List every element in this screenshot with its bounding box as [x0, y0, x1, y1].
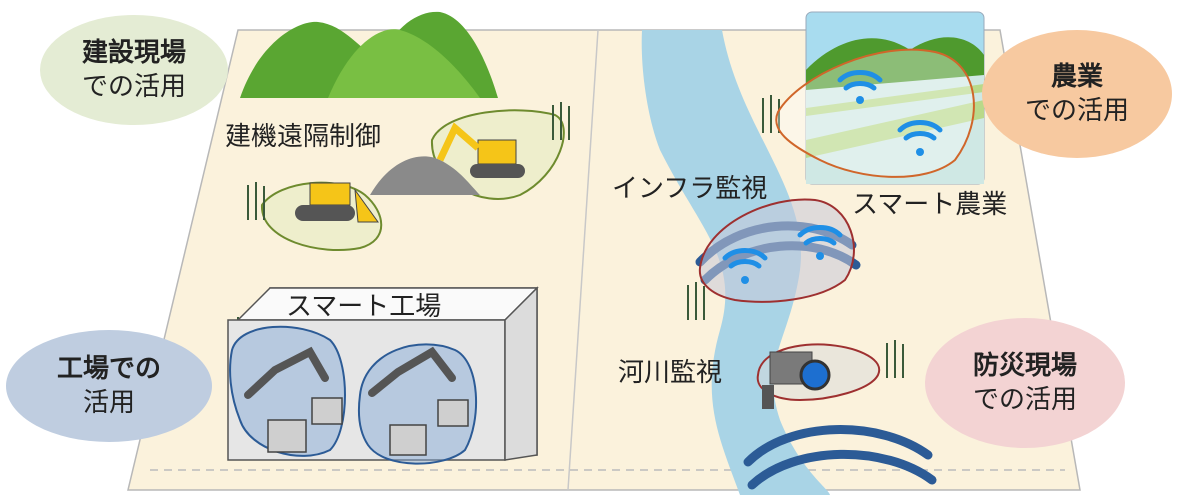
zone-infrastructure — [698, 198, 855, 303]
machine-block — [437, 399, 469, 427]
bubble-factory-title: 工場での — [56, 354, 161, 384]
bubble-construction-title: 建設現場 — [81, 38, 186, 68]
bubble-agriculture: 農業 での活用 — [982, 30, 1172, 158]
antenna-icon — [552, 102, 570, 140]
antenna-icon — [886, 340, 904, 378]
machine-block — [389, 424, 427, 456]
bubble-agriculture-title: 農業 — [1050, 62, 1103, 92]
rice-field-picture — [805, 11, 985, 185]
robot-arm-icon — [244, 346, 456, 399]
bubble-disaster-title: 防災現場 — [972, 351, 1077, 381]
label-infra-monitoring: インフラ監視 — [612, 174, 768, 204]
bubble-disaster-sub: での活用 — [972, 385, 1077, 415]
camera-icon — [762, 351, 831, 409]
wifi-icon — [797, 225, 843, 260]
label-smart-factory: スマート工場 — [286, 292, 442, 322]
wifi-icon — [722, 248, 768, 284]
bubble-construction: 建設現場 での活用 — [40, 15, 228, 125]
antenna-icon — [762, 95, 780, 133]
mountain-icon — [240, 11, 498, 98]
label-smart-agriculture: スマート農業 — [852, 190, 1008, 220]
zone-agriculture — [775, 48, 975, 178]
label-river-monitoring: 河川監視 — [618, 358, 723, 388]
bubble-agriculture-sub: での活用 — [1024, 96, 1129, 126]
machine-block — [311, 397, 343, 425]
bubble-construction-sub: での活用 — [81, 72, 186, 102]
machine-block — [267, 419, 307, 453]
antenna-icon — [247, 182, 265, 220]
label-remote-control: 建機遠隔制御 — [225, 122, 382, 152]
wifi-icon — [837, 70, 883, 104]
wifi-icon — [897, 120, 943, 156]
antenna-icon — [687, 282, 705, 320]
bubble-disaster: 防災現場 での活用 — [925, 318, 1125, 448]
center-divider — [567, 29, 599, 491]
bulldozer-icon — [295, 182, 379, 223]
bridge-arcs-lower — [743, 425, 937, 490]
excavator-icon — [436, 122, 525, 178]
bubble-factory: 工場での 活用 — [6, 330, 212, 442]
bubble-factory-sub: 活用 — [82, 388, 135, 418]
dirt-mound — [370, 156, 480, 195]
